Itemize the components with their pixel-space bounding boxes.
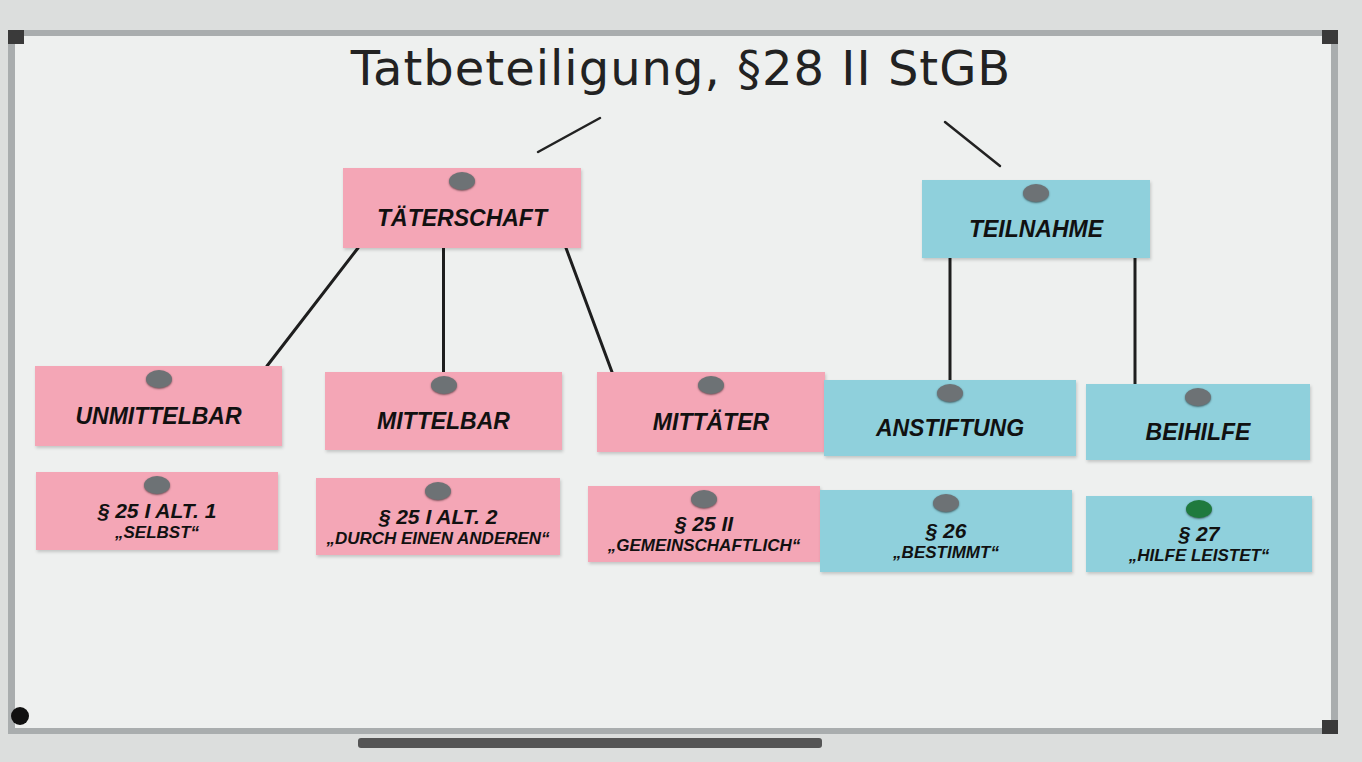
magnet: [425, 482, 451, 500]
paragraph-card: § 25 I ALT. 1„SELBST“: [36, 472, 278, 550]
board-title: Tatbeteiligung, §28 II StGB: [181, 40, 1181, 96]
branch-line: [442, 248, 445, 372]
frame-corner: [8, 30, 24, 44]
frame-corner: [1322, 720, 1338, 734]
card-keyword: „DURCH EINEN ANDEREN“: [326, 529, 549, 549]
category-card: MITTÄTER: [597, 372, 825, 452]
frame-corner: [1322, 30, 1338, 44]
card-label: § 26: [926, 519, 967, 543]
magnet: [691, 490, 717, 508]
card-keyword: „HILFE LEISTET“: [1129, 546, 1270, 566]
card-keyword: „SELBST“: [115, 523, 199, 543]
card-keyword: „BESTIMMT“: [893, 543, 999, 563]
paragraph-card: § 25 I ALT. 2„DURCH EINEN ANDEREN“: [316, 478, 560, 555]
magnet: [144, 476, 170, 494]
magnet: [431, 376, 457, 394]
magnet: [698, 376, 724, 394]
card-label: § 25 I ALT. 1: [98, 499, 217, 523]
category-card: ANSTIFTUNG: [824, 380, 1076, 456]
category-card: UNMITTELBAR: [35, 366, 282, 446]
marker-tray: [358, 738, 822, 748]
card-keyword: „GEMEINSCHAFTLICH“: [608, 536, 801, 556]
card-label: § 25 I ALT. 2: [379, 505, 498, 529]
card-label: UNMITTELBAR: [75, 403, 241, 429]
paragraph-card: § 25 II„GEMEINSCHAFTLICH“: [588, 486, 820, 562]
magnet: [1185, 388, 1211, 406]
magnet: [1023, 184, 1049, 202]
branch-line: [949, 258, 952, 380]
title-stroke: [945, 122, 1000, 166]
magnet: [937, 384, 963, 402]
card-label: § 25 II: [675, 512, 733, 536]
board-surface: [15, 36, 1331, 728]
branch-line: [566, 248, 612, 372]
card-label: § 27: [1179, 522, 1220, 546]
card-label: MITTELBAR: [377, 408, 510, 434]
branch-line: [267, 248, 358, 366]
card-label: BEIHILFE: [1146, 419, 1251, 445]
paragraph-card: § 26„BESTIMMT“: [820, 490, 1072, 572]
corner-dot: [11, 707, 29, 725]
magnet: [146, 370, 172, 388]
card-label: ANSTIFTUNG: [876, 415, 1024, 441]
card-label: TÄTERSCHAFT: [377, 205, 547, 231]
branch-line: [1134, 258, 1137, 384]
category-card: TEILNAHME: [922, 180, 1150, 258]
category-card: BEIHILFE: [1086, 384, 1310, 460]
board-frame: [8, 30, 1338, 734]
magnet: [449, 172, 475, 190]
category-card: TÄTERSCHAFT: [343, 168, 581, 248]
magnet: [933, 494, 959, 512]
card-label: TEILNAHME: [969, 216, 1103, 242]
card-label: MITTÄTER: [653, 409, 769, 435]
paragraph-card: § 27„HILFE LEISTET“: [1086, 496, 1312, 572]
magnet: [1186, 500, 1212, 518]
title-stroke: [538, 118, 600, 152]
category-card: MITTELBAR: [325, 372, 562, 450]
